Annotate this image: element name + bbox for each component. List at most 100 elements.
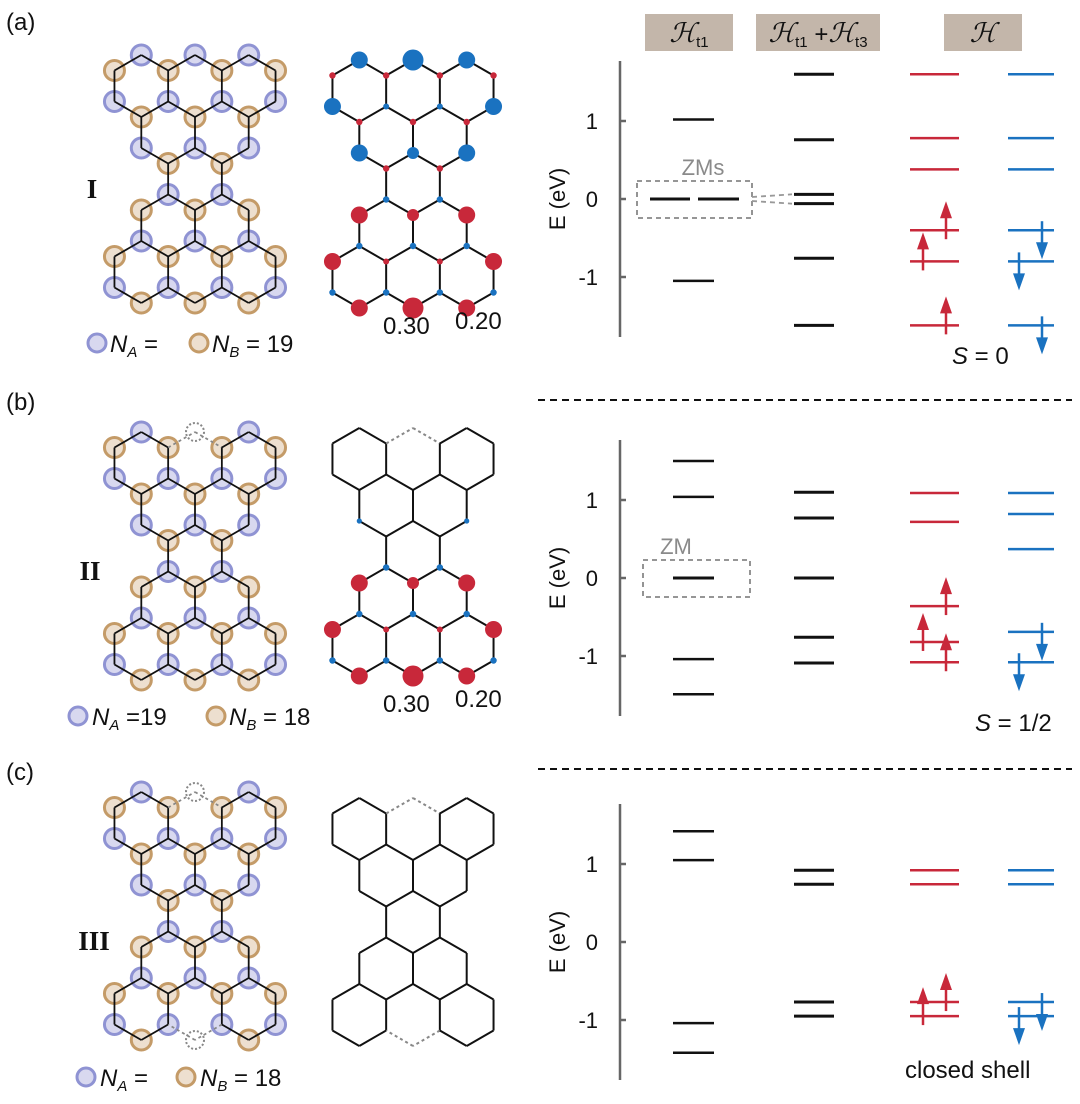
bond <box>194 193 223 211</box>
spin-density-dot-blue <box>463 242 470 250</box>
structure-label-III: III <box>78 926 110 956</box>
spin-density-dot-blue <box>382 289 390 296</box>
spin-density-dot-red <box>490 72 497 79</box>
removed-bond <box>385 797 414 815</box>
bond <box>167 193 196 211</box>
bond <box>331 797 360 815</box>
bond <box>385 105 414 123</box>
bond <box>412 613 441 631</box>
spin-up-arrow-head <box>940 201 952 219</box>
spin-density-dot-red <box>463 118 470 126</box>
bond <box>114 240 142 258</box>
bond <box>439 797 468 815</box>
bond <box>412 245 441 263</box>
bond <box>358 105 387 123</box>
structure-label-I: I <box>87 174 98 204</box>
bond <box>221 193 250 211</box>
bond <box>140 791 169 809</box>
spin-up-arrow-head <box>917 232 929 250</box>
spin-density-dot-red <box>409 118 417 126</box>
bond <box>221 1023 250 1041</box>
spin-density-dot-blue <box>436 103 443 110</box>
bond <box>358 520 387 538</box>
bond <box>439 843 468 861</box>
bond <box>221 240 250 258</box>
bond <box>439 105 468 123</box>
removed-bond <box>194 791 223 809</box>
spin-density-dot-blue <box>490 657 497 664</box>
bond <box>194 617 223 635</box>
bond <box>412 473 441 491</box>
energy-diagram-(b): 10-1E (eV)ZM <box>545 439 1054 717</box>
spin-density-dot-blue <box>436 564 444 571</box>
bond <box>412 843 441 861</box>
structure-label-II: II <box>79 556 100 586</box>
bond <box>114 791 142 809</box>
header-ht1-box <box>645 14 733 51</box>
bond <box>167 570 196 588</box>
bond <box>221 663 250 681</box>
y-tick-label: -1 <box>578 1008 598 1033</box>
bond <box>466 427 495 445</box>
bond <box>140 240 169 258</box>
bond <box>385 843 414 861</box>
spin-density-dot-red <box>383 626 390 633</box>
bond <box>248 663 276 681</box>
removed-bond <box>412 427 441 445</box>
bond <box>167 54 196 72</box>
spin-density-value-small: 0.20 <box>455 686 502 713</box>
closed-shell-label: closed shell <box>905 1057 1030 1084</box>
spin-density-structure-I <box>323 49 503 319</box>
bond <box>248 837 276 855</box>
bond <box>221 837 250 855</box>
bond <box>466 843 495 861</box>
spin-density-dot-red <box>402 665 424 687</box>
bond <box>358 245 387 263</box>
y-tick-label: -1 <box>578 265 598 290</box>
spin-down-arrow-head <box>1036 242 1048 260</box>
spin-density-dot-red <box>383 258 390 265</box>
bond <box>385 983 414 1001</box>
bond <box>412 936 441 954</box>
removed-bond <box>412 797 441 815</box>
bond <box>140 570 169 588</box>
spin-density-dot-red <box>436 165 444 172</box>
bond <box>439 983 468 1001</box>
spin-density-structure-III <box>331 797 495 1047</box>
removed-site <box>185 422 205 442</box>
spin-up-arrow-head <box>917 987 929 1005</box>
bond <box>439 245 468 263</box>
bond <box>412 520 441 538</box>
removed-bond <box>412 1029 441 1047</box>
bond <box>194 524 223 542</box>
bond <box>114 837 142 855</box>
bond <box>140 524 169 542</box>
bond <box>221 477 250 495</box>
spin-down-arrow-head <box>1036 1014 1048 1032</box>
legend-a-text-1: NA = <box>110 331 158 361</box>
sublattice-A-marker <box>75 1066 97 1088</box>
bond <box>114 286 142 304</box>
bond <box>194 240 223 258</box>
bond <box>167 524 196 542</box>
bond <box>439 1029 468 1047</box>
spin-down-arrow-head <box>1013 674 1025 692</box>
bond <box>331 473 360 491</box>
bond <box>248 791 276 809</box>
bond <box>167 837 196 855</box>
sublattice-structure-I <box>102 43 288 315</box>
bond <box>221 570 250 588</box>
removed-bond <box>167 1023 196 1041</box>
bond <box>248 477 276 495</box>
removed-bond <box>385 427 414 445</box>
y-tick-label: 1 <box>586 852 598 877</box>
bond <box>466 473 495 491</box>
spin-density-dot-blue <box>323 98 341 115</box>
bond <box>331 427 360 445</box>
spin-density-dot-red <box>350 574 368 592</box>
spin-density-dot-blue <box>458 144 476 162</box>
bond <box>439 427 468 445</box>
bond <box>140 54 169 72</box>
